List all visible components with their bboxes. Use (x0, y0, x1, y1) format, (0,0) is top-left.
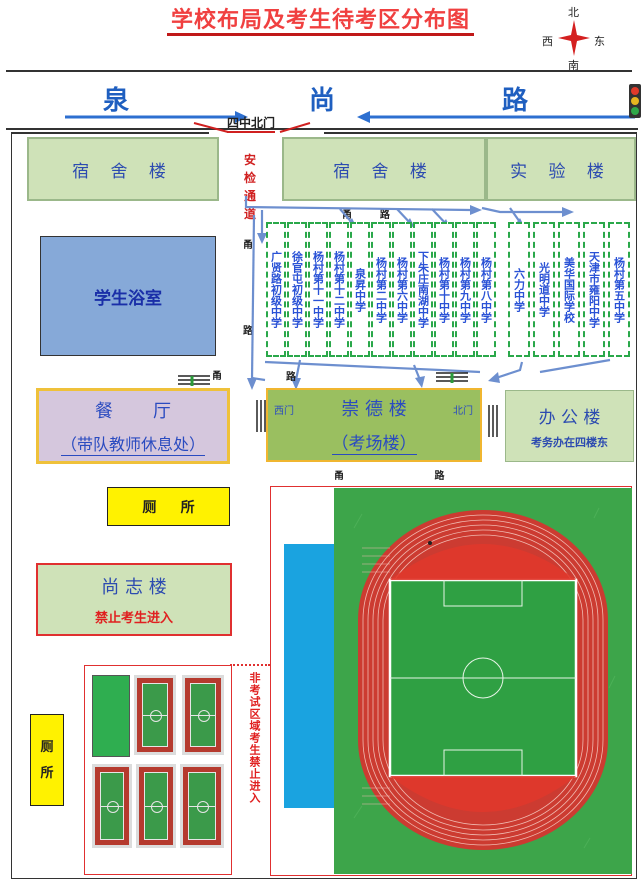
office-sub-label: 考务办在四楼东 (531, 435, 608, 449)
traffic-light-icon (629, 84, 641, 118)
waiting-zone-school: 美华国际学校 (558, 222, 580, 357)
waiting-zone-school: 天津市雍阳中学 (583, 222, 605, 357)
basketball-court (136, 764, 176, 848)
waiting-zone-school: 泉昇中学 (350, 222, 370, 357)
road-name-char-2: 尚 (309, 86, 336, 116)
waiting-zone-school: 广贤路初级中学 (266, 222, 286, 357)
office-building: 办 公 楼 考务办在四楼东 (505, 390, 634, 462)
road-arrows (65, 111, 635, 123)
road-bottom-line (6, 128, 638, 130)
road-label-left-bottom: 路 (243, 326, 253, 337)
waiting-zone-school: 下朱庄南湖中学 (413, 222, 433, 357)
stairs-icon (256, 400, 266, 432)
waiting-zone-school: 杨村第十二中学 (329, 222, 349, 357)
road-name-char-3: 路 (502, 86, 529, 116)
compass-star-icon (558, 20, 590, 56)
road-mark: 甬 (212, 371, 222, 382)
dormitory-building-right: 宿 舍 楼 (282, 137, 486, 201)
waiting-zone-school: 光明道中学 (533, 222, 555, 357)
exam-building-sub-label: （考场楼） (331, 429, 417, 455)
student-bathhouse-label: 学生浴室 (94, 288, 162, 309)
green-field-small (92, 675, 130, 757)
shangzhi-warning-label: 禁止考生进入 (94, 611, 173, 626)
canteen-sub-label: （带队教师休息处） (60, 431, 205, 456)
road-top-line (6, 70, 632, 72)
sports-field (334, 488, 632, 874)
dormitory-left-label: 宿 舍 楼 (72, 161, 174, 182)
toilet-2-label: 厕 所 (40, 739, 54, 781)
compass: 北 西 东 南 (540, 4, 608, 72)
lab-building: 实 验 楼 (486, 137, 636, 201)
road-label-left-top: 甬 (243, 240, 253, 251)
waiting-zone-school: 徐官屯初级中学 (287, 222, 307, 357)
compass-east: 东 (594, 35, 605, 48)
waiting-zone-school: 杨村第六中学 (392, 222, 412, 357)
waiting-zone-school: 杨村第五中学 (608, 222, 630, 357)
shangzhi-building: 尚 志 楼 禁止考生进入 (36, 563, 232, 636)
stairs-icon (436, 372, 468, 383)
waiting-zone-school: 杨村第二中学 (371, 222, 391, 357)
canteen-label: 餐 厅 (94, 400, 172, 422)
student-bathhouse: 学生浴室 (40, 236, 216, 356)
courts-area-boundary (84, 665, 232, 875)
basketball-court (180, 764, 224, 848)
compass-south: 南 (568, 59, 579, 72)
north-gate-label: 四中北门 (227, 114, 276, 133)
exam-north-gate-label: 北门 (453, 406, 473, 417)
basketball-court (182, 675, 224, 755)
exam-building: 崇 德 楼 （考场楼） (266, 388, 482, 462)
road-label-bottom: 甬 路 (334, 471, 445, 482)
basketball-court (92, 764, 132, 848)
lab-building-label: 实 验 楼 (510, 161, 612, 182)
shangzhi-label: 尚 志 楼 (101, 577, 167, 598)
campus-wall (11, 132, 637, 879)
gate-lines (193, 122, 311, 133)
page-title: 学校布局及考生待考区分布图 (0, 2, 641, 36)
office-label: 办 公 楼 (538, 407, 601, 428)
no-exam-zone-warning: 非考试区域考生禁止进入 (248, 672, 261, 804)
dormitory-building-left: 宿 舍 楼 (27, 137, 219, 201)
stairs-icon (488, 405, 498, 437)
waiting-area-left: 广贤路初级中学 徐官屯初级中学 杨村第十一中学 杨村第十二中学 泉昇中学 杨村第… (266, 222, 496, 357)
waiting-zone-school: 杨村第十中学 (434, 222, 454, 357)
dotted-divider (230, 664, 270, 666)
waiting-area-right: 六力中学 光明道中学 美华国际学校 天津市雍阳中学 杨村第五中学 (508, 222, 634, 357)
waiting-zone-school: 杨村第十一中学 (308, 222, 328, 357)
road-name-char-1: 泉 (103, 86, 130, 116)
waiting-zone-school: 六力中学 (508, 222, 530, 357)
canteen-building: 餐 厅 （带队教师休息处） (36, 388, 230, 464)
toilet-building: 厕 所 (107, 487, 230, 526)
toilet-label: 厕 所 (142, 499, 195, 516)
swimming-pool (284, 544, 336, 808)
exam-west-gate-label: 西门 (274, 406, 294, 417)
stairs-icon (178, 375, 210, 386)
dormitory-right-label: 宿 舍 楼 (333, 161, 435, 182)
road-mark: 路 (286, 372, 296, 383)
compass-west: 西 (542, 35, 553, 48)
exam-building-label: 崇 德 楼 (341, 399, 407, 420)
basketball-court (134, 675, 176, 755)
waiting-zone-school: 杨村第九中学 (455, 222, 475, 357)
toilet-building-2: 厕 所 (30, 714, 64, 806)
waiting-zone-school: 杨村第八中学 (476, 222, 496, 357)
compass-north: 北 (568, 6, 579, 19)
